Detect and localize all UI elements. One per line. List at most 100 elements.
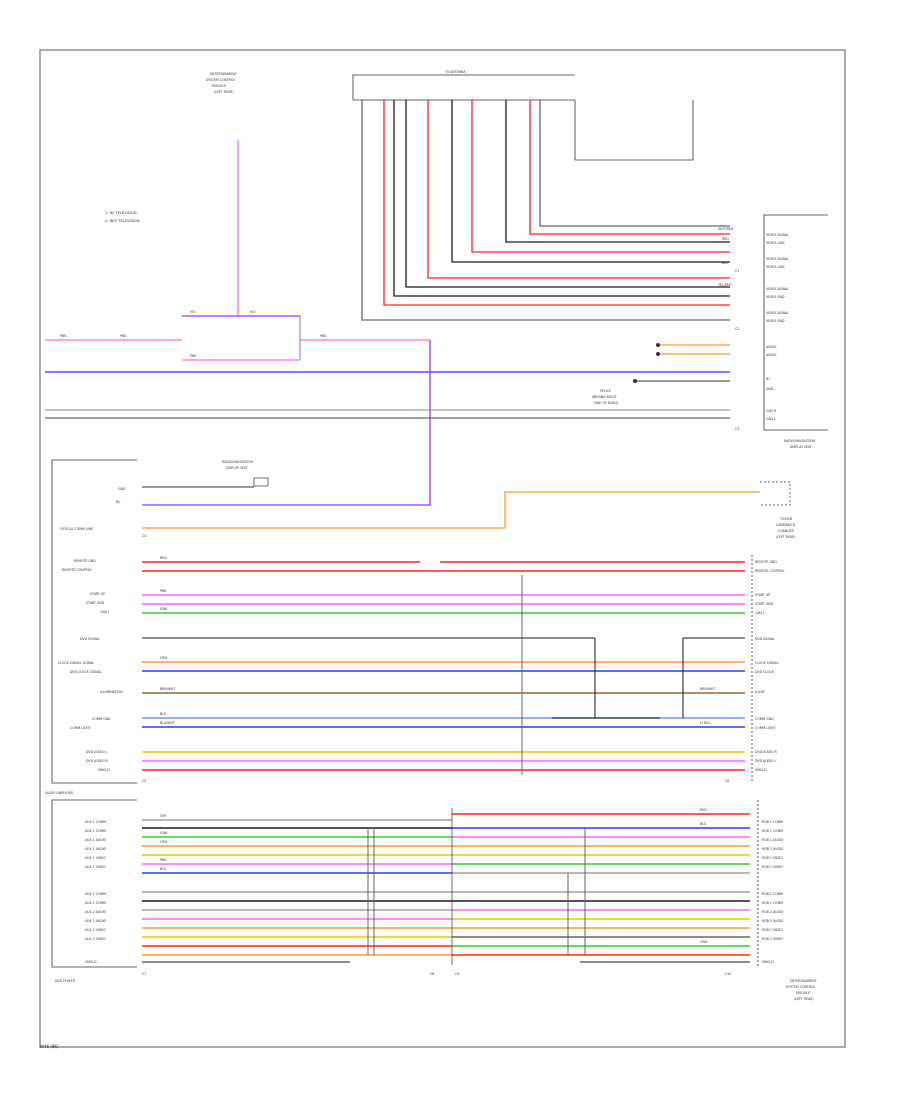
lm-pin-optical: OPTICAL COMM LINE — [60, 527, 93, 531]
rt-pin-can-l: CAN L — [766, 417, 776, 421]
rm-module-name-3: CHANGER — [778, 529, 795, 533]
top-connector-label: TV ANTENNA — [444, 70, 466, 74]
tv-wire-code-2: VIO — [250, 310, 256, 314]
lm-pin-shield: SHIELD — [98, 768, 110, 772]
bottom-code-2: GRN — [160, 831, 168, 835]
lm-pin-clock-signal: CLOCK SIGNAL SIGNAL — [58, 661, 95, 665]
lm-pin-gnd: GND — [118, 487, 126, 491]
rt-pin-video-signal-2: VIDEO SIGNAL — [766, 257, 789, 261]
lm-pin-remote-gnd: REMOTE GND — [74, 559, 96, 563]
rt-pin-video-signal-1: VIDEO SIGNAL — [766, 233, 789, 237]
mid-code-1: RED — [160, 556, 167, 560]
rm-pin-shield: SHIELD — [755, 768, 767, 772]
note-1: 1. W/ TELEVISION — [105, 211, 137, 215]
right-bottom-module: RGB 1 COMM RGB 1 COMM RGB 1 AUDIO RGB 1 … — [757, 800, 817, 1001]
mid-code-2: PNK — [160, 589, 167, 593]
rm-pin-comm-gnd: COMM GND — [755, 717, 774, 721]
rb-pin-11: RGB 2 VIDEO — [762, 928, 784, 932]
lb-pin-10: AUX 2 AUDIO — [85, 919, 107, 923]
lm-module-name: AUDIO AMPLIFIER — [45, 791, 74, 795]
lm-pin-remote-control: REMOTE CONTROL — [62, 568, 92, 572]
rt-connector-c2: C2 — [735, 327, 739, 331]
optical-line — [142, 481, 791, 529]
rm-pin-remote-gnd: REMOTE GND — [755, 560, 777, 564]
small-module-name-2: DISPLAY UNIT — [226, 466, 248, 470]
rt-connector-c1: C1 — [735, 269, 739, 273]
lm-pin-comm-gnd: COMM GND — [92, 717, 111, 721]
mid-code-7: BLU/WHT — [160, 721, 175, 725]
bottom-code-8: GRN — [700, 940, 708, 944]
main-bus-wires — [45, 371, 730, 419]
lb-module-name: DVD PLAYER — [55, 979, 76, 983]
lm-pin-start-gnd: START GND — [86, 601, 105, 605]
rt-pin-gnd: GND — [766, 387, 774, 391]
tv-wire-code-1: VIO — [190, 310, 196, 314]
lm-pin-dvd-signal: DVD SIGNAL — [80, 637, 100, 641]
top-left-component-line-2: SYSTEM CONTROL — [206, 78, 236, 82]
rm-pin-dvd-clock: DVD CLOCK — [755, 670, 775, 674]
rm-pin-clock-signal: CLOCK SIGNAL — [755, 661, 779, 665]
rt-pin-audio-1: AUDIO — [766, 345, 777, 349]
top-left-component-line-4: (LEFT REAR) — [214, 90, 234, 94]
mid-code-6: BLU — [160, 712, 167, 716]
top-left-component-line-3: MODULE — [212, 84, 226, 88]
rt-pin-video-gnd-2: VIDEO GND — [766, 265, 785, 269]
lb-pin-2: AUX 1 COMM — [85, 829, 106, 833]
small-module-name-1: RADIO/NAVIGATION — [222, 460, 254, 464]
rm-module-name-4: (LEFT REAR) — [776, 535, 796, 539]
lb-pin-12: AUX 2 VIDEO — [85, 937, 106, 941]
bottom-code-6: RED — [700, 808, 707, 812]
rb-pin-8: RGB 2 COMM — [762, 901, 783, 905]
splice-line-2: (BEHIND RIGHT — [592, 395, 617, 399]
rb-module-name-3: MODULE — [796, 991, 810, 995]
tv-wire-code-6: PNK — [320, 334, 327, 338]
left-bottom-module: AUX 1 COMM AUX 1 COMM AUX 1 AUDIO AUX 1 … — [51, 799, 137, 983]
small-display-module: RADIO/NAVIGATION DISPLAY UNIT — [142, 460, 269, 488]
lm-pin-audio-r: DVD AUDIO R — [86, 759, 108, 763]
lm-pin-can-l: CAN L — [100, 610, 110, 614]
bottom-vertical-wires — [367, 808, 586, 965]
lb-pin-4: AUX 1 AUDIO — [85, 847, 107, 851]
rb-pin-5: RGB 1 VIDEO — [762, 856, 784, 860]
rb-module-name-2: SYSTEM CONTROL — [786, 985, 816, 989]
rb-pin-2: RGB 1 COMM — [762, 829, 783, 833]
rm-pin-dvd-signal: DVD SIGNAL — [755, 637, 775, 641]
tv-wire-code-4: PNK — [120, 334, 127, 338]
lm-connector-c4: C4 — [142, 534, 146, 538]
lm-connector-c5: C5 — [142, 779, 146, 783]
right-top-module: VIDEO SIGNAL VIDEO GND VIDEO SIGNAL VIDE… — [735, 214, 828, 449]
rm-pin-can-l: CAN L — [755, 611, 765, 615]
bottom-code-3: ORG — [160, 840, 168, 844]
mid-code-4: ORG — [160, 656, 168, 660]
rm-module-name-2: CAMERA/CD — [776, 523, 796, 527]
wire-code-wht-red: WHT/RED — [718, 227, 734, 231]
mid-vertical-wires — [521, 575, 684, 775]
rb-pin-4: RGB 1 AUDIO — [762, 847, 784, 851]
lb-pin-9: AUX 2 AUDIO — [85, 910, 107, 914]
lb-pin-3: AUX 1 AUDIO — [85, 838, 107, 842]
bottom-code-4: PNK — [160, 858, 167, 862]
rm-connector-c6: C6 — [725, 779, 729, 783]
rt-module-name-2: DISPLAY UNIT — [790, 445, 812, 449]
lm-pin-dvd-clock: DVD CLOCK SIGNAL — [70, 670, 102, 674]
lb-pin-6: AUX 1 VIDEO — [85, 865, 106, 869]
tv-network-wires — [45, 140, 431, 506]
bottom-code-7: BLU — [700, 822, 707, 826]
rt-pin-video-signal-3: VIDEO SIGNAL — [766, 287, 789, 291]
wire-code-red: RED — [722, 237, 729, 241]
rb-pin-7: RGB 2 COMM — [762, 892, 783, 896]
diagram-footer-code: W46 (8K) — [40, 1044, 59, 1049]
lm-pin-bplus: B+ — [116, 500, 121, 504]
lb-pin-7: AUX 2 COMM — [85, 892, 106, 896]
rm-pin-start-gnd: START GND — [755, 602, 774, 606]
note-2: 2. W/O TELEVISION — [105, 219, 140, 223]
rt-connector-c3: C3 — [735, 427, 739, 431]
lm-pin-illum: ILLUMINATION — [100, 690, 123, 694]
lb-connector-c7: C7 — [142, 972, 146, 976]
rm-pin-comm-light: COMM LIGHT — [755, 726, 776, 730]
rb-module-name-4: (LEFT REAR) — [794, 997, 814, 1001]
bottom-code-1: GRY — [160, 814, 166, 818]
rb-module-name-1: ENTERTAINMENT — [790, 979, 817, 983]
top-left-component-line-1: ENTERTAINMENT — [210, 72, 237, 76]
